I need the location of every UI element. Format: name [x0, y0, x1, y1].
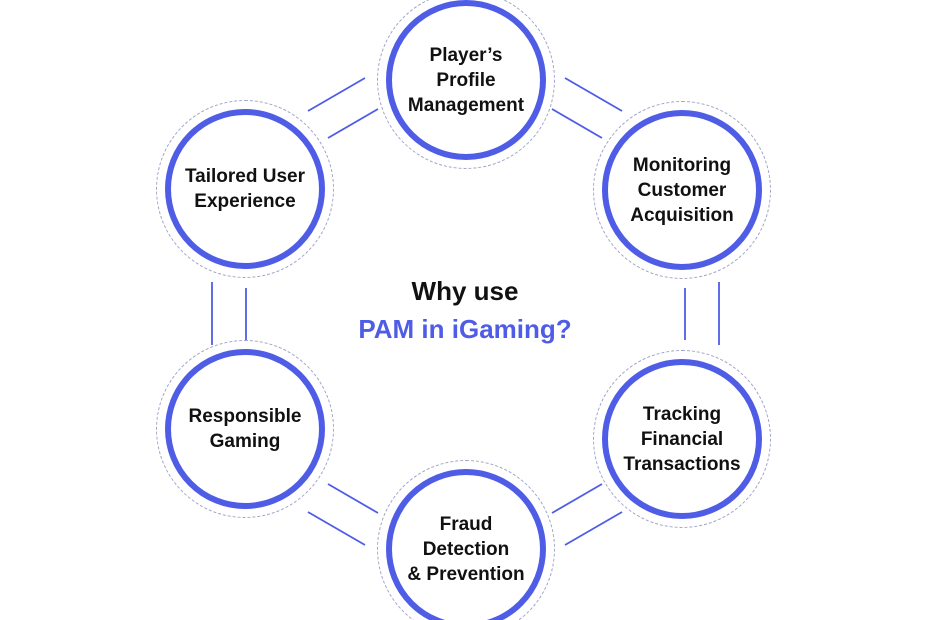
- node-ring: Tailored User Experience: [165, 109, 325, 269]
- node-label: Player’s Profile Management: [407, 44, 525, 116]
- connector-outer-3: [564, 511, 623, 546]
- node-ring: Player’s Profile Management: [386, 0, 546, 160]
- node-ring: Tracking Financial Transactions: [602, 359, 762, 519]
- node-fraud-detection-prevention: Fraud Detection & Prevention: [377, 460, 555, 620]
- connector-inner-4: [327, 483, 379, 514]
- node-monitoring-customer-acquisition: Monitoring Customer Acquisition: [593, 101, 771, 279]
- node-label: Tracking Financial Transactions: [623, 403, 741, 475]
- node-label: Tailored User Experience: [184, 166, 306, 212]
- node-label: Responsible Gaming: [188, 406, 302, 452]
- center-title-line1: Why use: [411, 276, 519, 306]
- node-player-profile-management: Player’s Profile Management: [377, 0, 555, 169]
- node-label: Fraud Detection & Prevention: [407, 513, 525, 585]
- node-ring: Responsible Gaming: [165, 349, 325, 509]
- center-title-line2: PAM in iGaming?: [358, 314, 572, 344]
- node-tailored-user-experience: Tailored User Experience: [156, 100, 334, 278]
- connector-outer-6: [307, 77, 366, 112]
- node-label: Monitoring Customer Acquisition: [630, 154, 734, 226]
- node-ring: Monitoring Customer Acquisition: [602, 110, 762, 270]
- node-ring: Fraud Detection & Prevention: [386, 469, 546, 620]
- connector-outer-1: [564, 77, 623, 112]
- connector-inner-1: [551, 108, 603, 139]
- connector-inner-6: [327, 108, 379, 139]
- connector-outer-4: [307, 511, 366, 546]
- node-responsible-gaming: Responsible Gaming: [156, 340, 334, 518]
- node-tracking-financial-transactions: Tracking Financial Transactions: [593, 350, 771, 528]
- connector-inner-3: [551, 483, 603, 514]
- center-title: Why use PAM in iGaming?: [265, 272, 665, 348]
